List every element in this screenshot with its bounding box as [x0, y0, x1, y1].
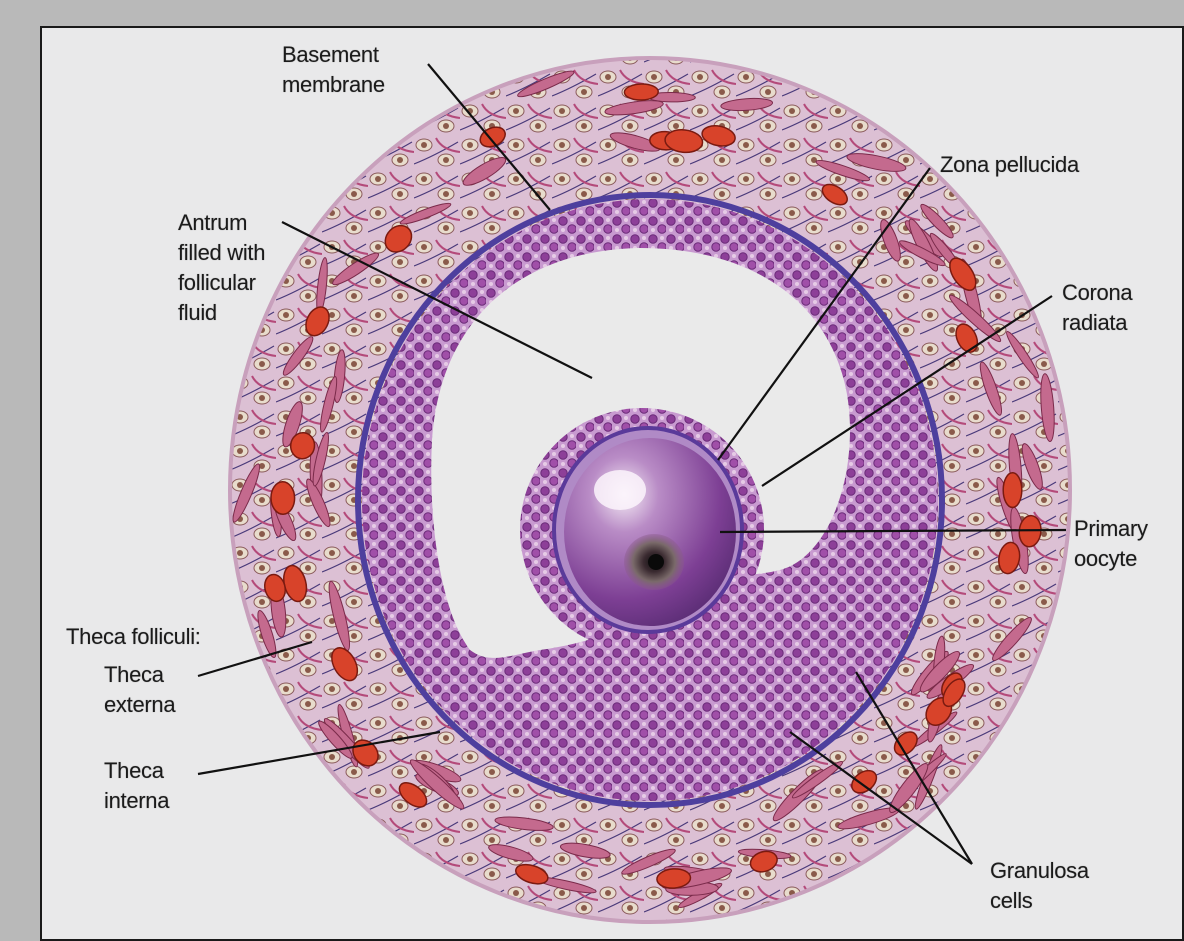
blood-cell	[624, 84, 658, 101]
nucleolus	[648, 554, 664, 570]
oocyte-highlight	[594, 470, 646, 510]
label-antrum: Antrum filled with follicular fluid	[178, 208, 265, 328]
blood-cell	[1003, 473, 1022, 508]
blood-cell	[271, 482, 295, 515]
label-theca-folliculi: Theca folliculi:	[66, 622, 201, 652]
label-theca-interna: Theca interna	[104, 756, 169, 816]
label-theca-externa: Theca externa	[104, 660, 175, 720]
label-basement-membrane: Basement membrane	[282, 40, 385, 100]
primary-oocyte	[564, 438, 736, 626]
label-primary-oocyte: Primary oocyte	[1074, 514, 1148, 574]
label-zona-pellucida: Zona pellucida	[940, 150, 1079, 180]
label-corona-radiata: Corona radiata	[1062, 278, 1132, 338]
label-granulosa-cells: Granulosa cells	[990, 856, 1089, 916]
